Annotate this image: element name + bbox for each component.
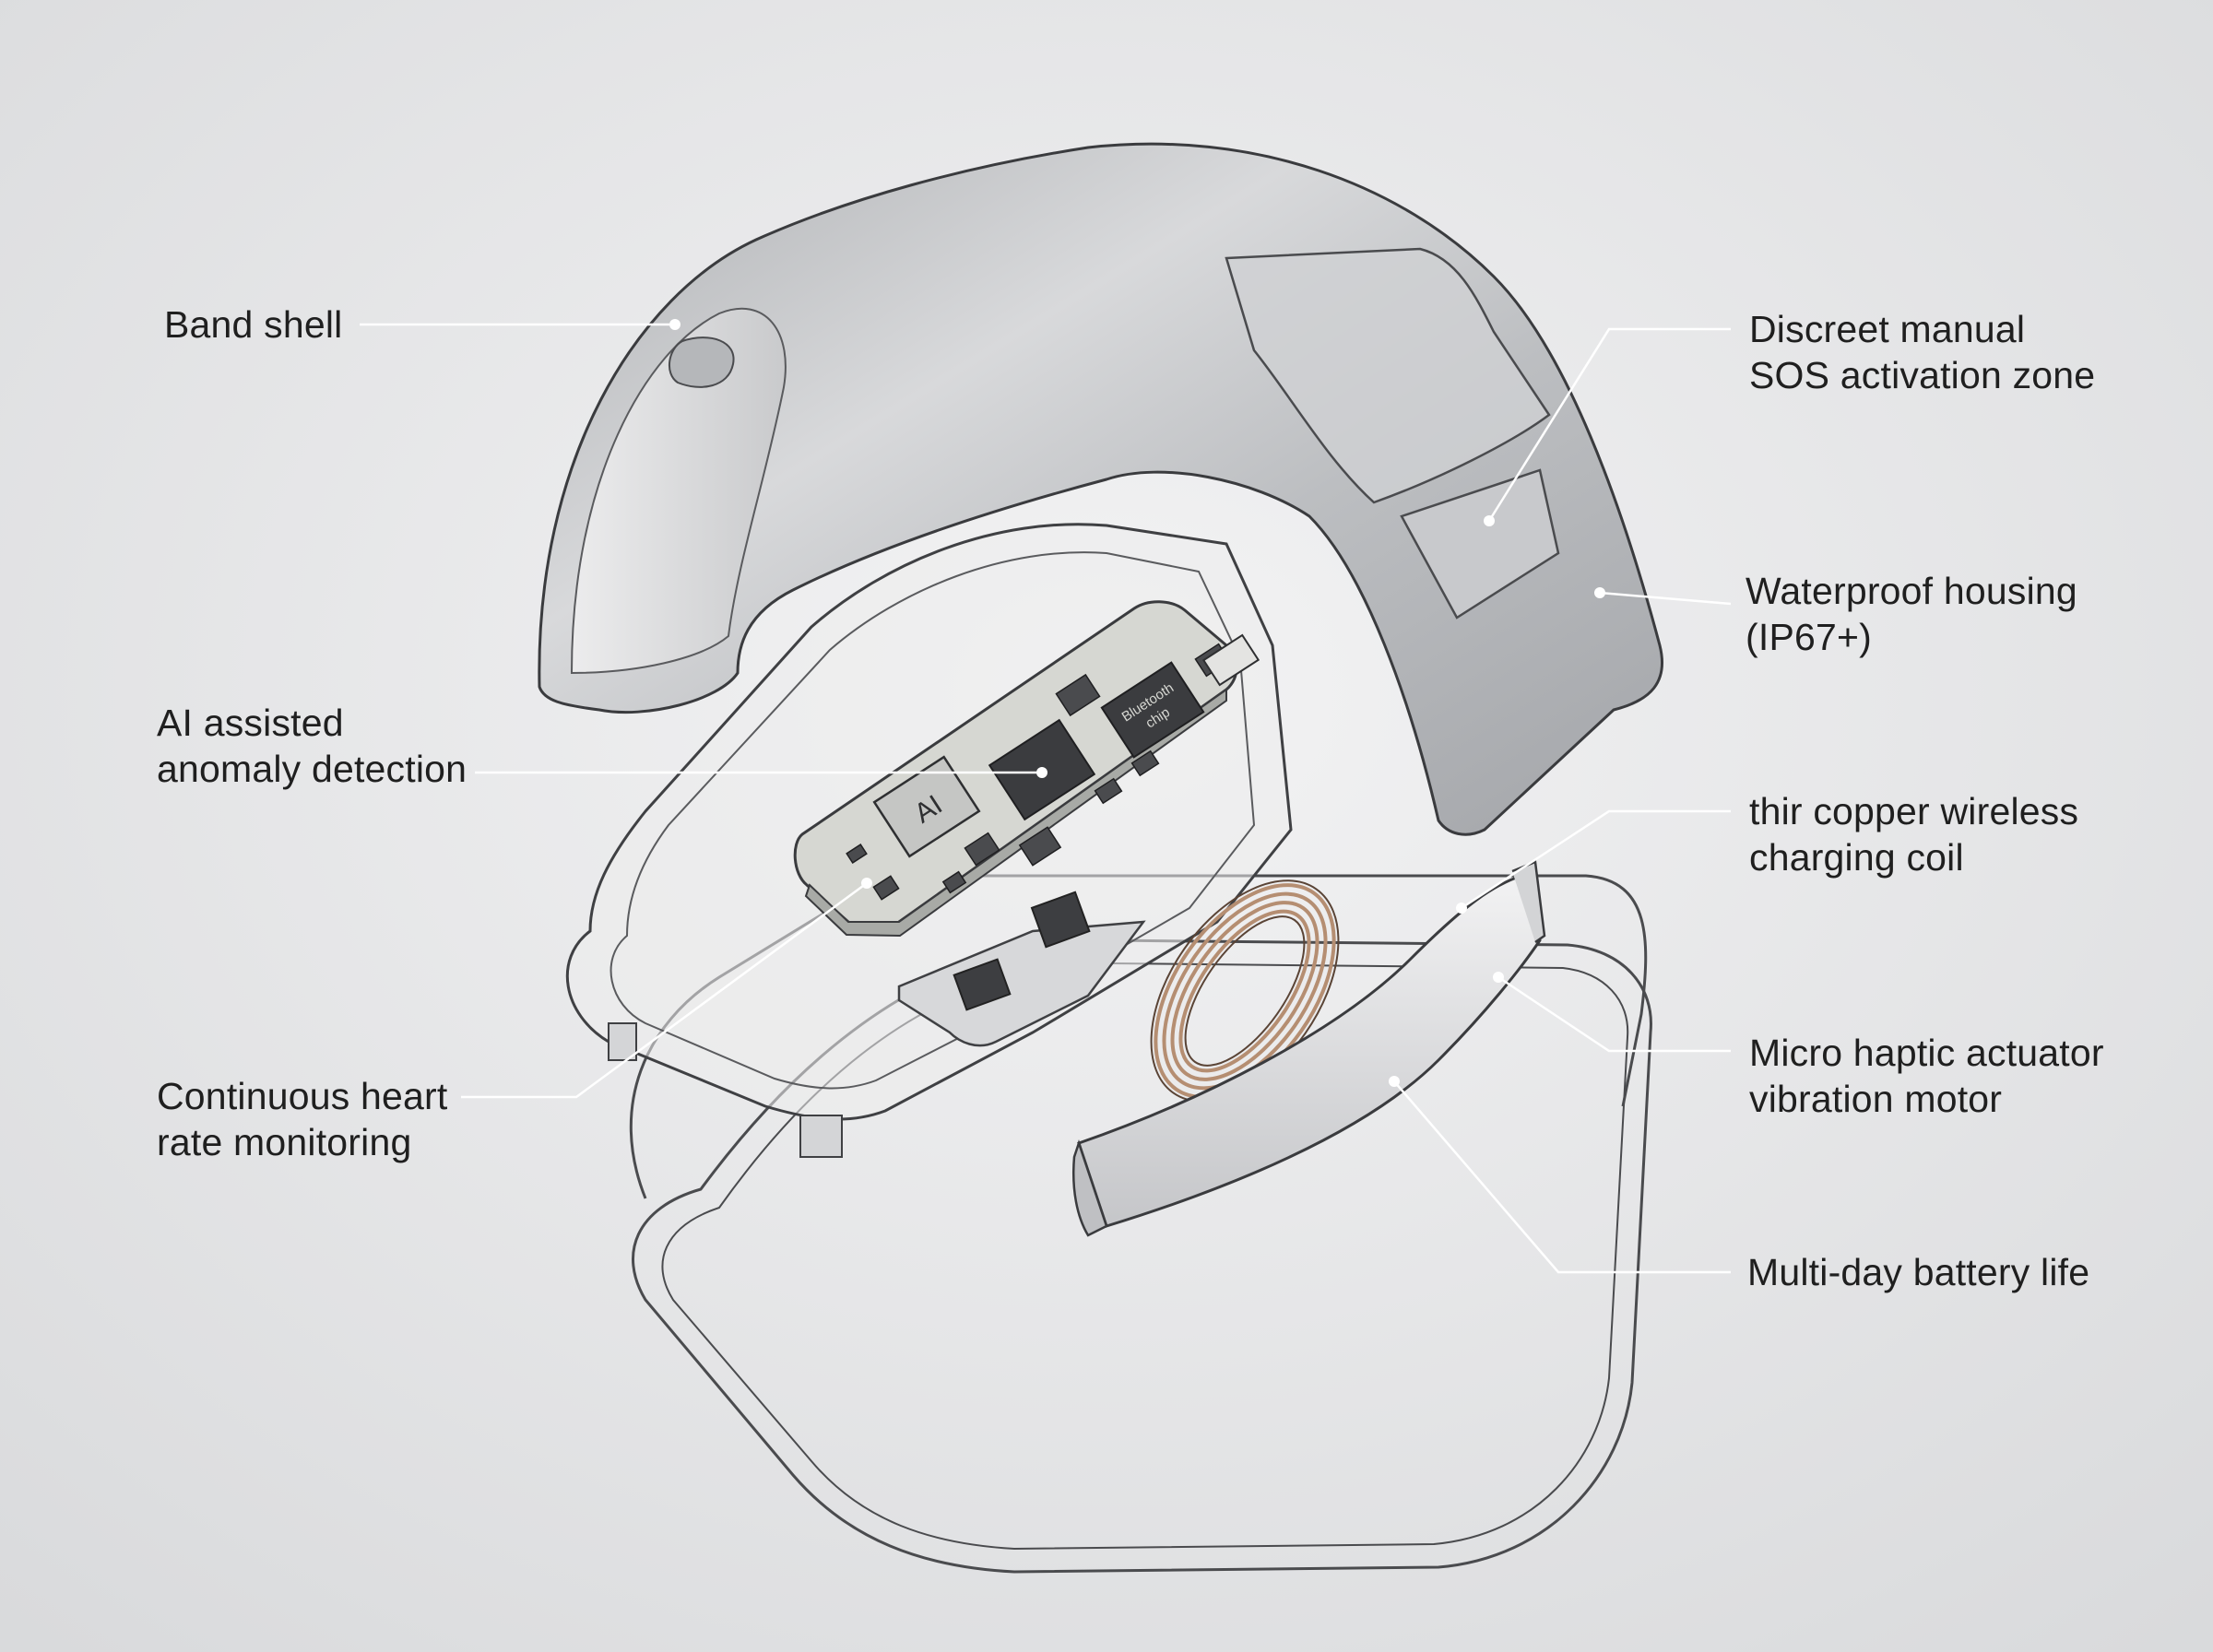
leader-dot-band-shell — [669, 319, 680, 330]
battery-pack — [1072, 860, 1546, 1237]
leader-dot-ai — [1036, 767, 1047, 778]
leader-dot-sos — [1484, 515, 1495, 526]
callout-ai-detection-line-1: AI assisted — [157, 702, 344, 744]
callout-band-shell-line-1: Band shell — [164, 303, 343, 346]
leader-heart-rate — [461, 881, 868, 1099]
band-shell — [538, 142, 1664, 836]
leader-dot-heart — [861, 878, 872, 889]
callout-battery: Multi-day battery life — [1747, 1249, 2089, 1295]
callout-heart-rate: Continuous heart rate monitoring — [157, 1073, 447, 1165]
ai-chip: AI — [872, 755, 981, 858]
leader-dot-coil — [1456, 903, 1467, 914]
callout-ai-detection-line-2: anomaly detection — [157, 748, 467, 790]
sos-pad — [1400, 468, 1560, 620]
leader-charging-coil — [1461, 809, 1731, 910]
callout-heart-rate-line-1: Continuous heart — [157, 1075, 448, 1117]
callout-waterproof-line-1: Waterproof housing — [1746, 570, 2077, 612]
leader-waterproof — [1599, 591, 1732, 606]
callout-ai-detection: AI assisted anomaly detection — [157, 700, 467, 792]
copper-charging-coil — [1150, 879, 1340, 1103]
flex-sensor-board — [897, 891, 1146, 1047]
callout-haptic: Micro haptic actuator vibration motor — [1749, 1030, 2104, 1122]
leader-dot-waterproof — [1594, 587, 1605, 598]
callout-sos-zone-line-2: SOS activation zone — [1749, 354, 2096, 396]
callout-waterproof-line-2: (IP67+) — [1746, 616, 1872, 658]
callout-band-shell: Band shell — [164, 301, 342, 348]
callout-charging-coil-line-1: thir copper wireless — [1749, 790, 2079, 832]
callout-sos-zone-line-1: Discreet manual — [1749, 308, 2026, 350]
leader-lines — [360, 319, 1732, 1274]
leader-dot-battery — [1389, 1076, 1400, 1087]
callout-battery-line-1: Multi-day battery life — [1747, 1251, 2090, 1293]
leader-dot-haptic — [1493, 972, 1504, 983]
callout-haptic-line-1: Micro haptic actuator — [1749, 1032, 2104, 1074]
callout-waterproof: Waterproof housing (IP67+) — [1746, 568, 2077, 660]
leader-battery — [1393, 1080, 1731, 1274]
callout-charging-coil: thir copper wireless charging coil — [1749, 788, 2078, 880]
usb-connector — [1201, 633, 1260, 687]
callout-sos-zone: Discreet manual SOS activation zone — [1749, 306, 2095, 398]
callout-haptic-line-2: vibration motor — [1749, 1078, 2003, 1120]
callout-charging-coil-line-2: charging coil — [1749, 836, 1964, 879]
callout-heart-rate-line-2: rate monitoring — [157, 1121, 412, 1163]
leader-sos-zone — [1487, 327, 1731, 522]
leader-haptic — [1497, 975, 1731, 1053]
main-pcb: AI Bluetooth chip — [793, 600, 1260, 938]
